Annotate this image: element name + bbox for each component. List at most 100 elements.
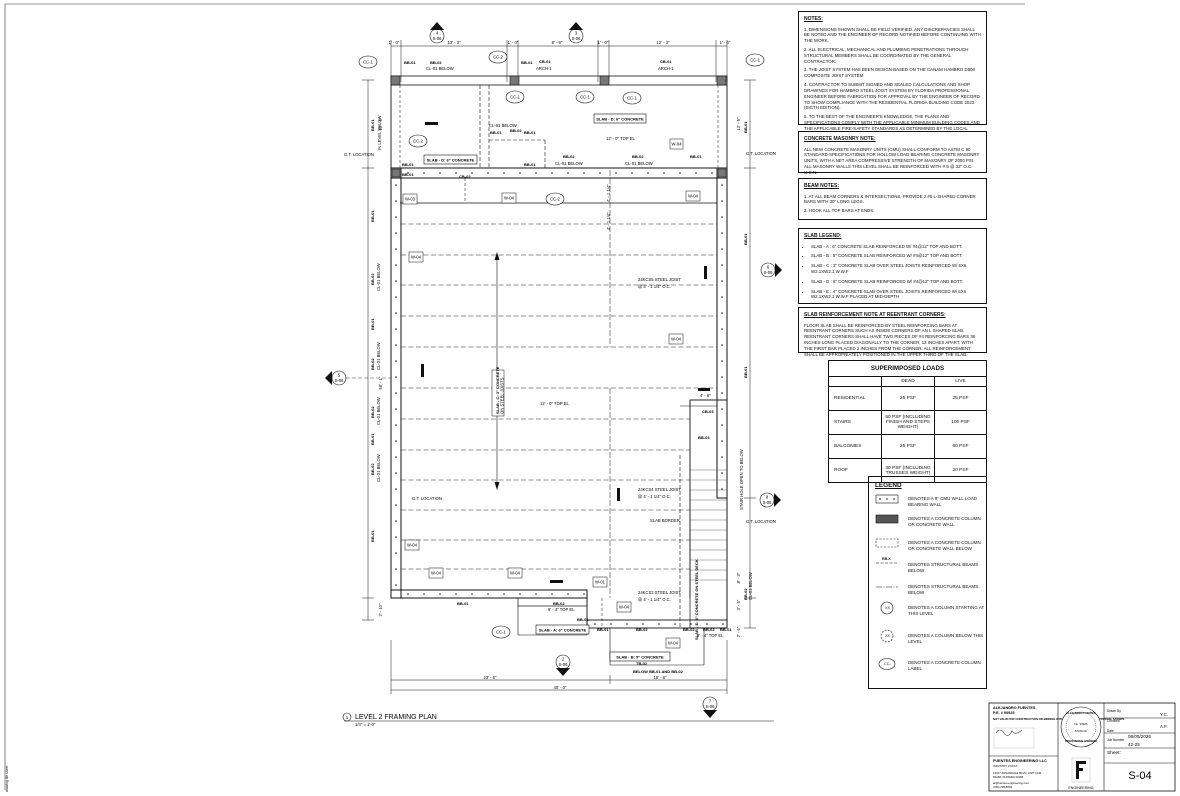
rebar-dot	[471, 172, 473, 174]
beam-label: BB-02	[703, 627, 715, 632]
rebar-dot	[395, 504, 397, 506]
beam-label: BB-01	[524, 162, 536, 167]
rebar-dot	[471, 593, 473, 595]
wall-marks	[421, 122, 710, 583]
beam-label: BB-01	[521, 60, 533, 65]
rebar-dot	[439, 172, 441, 174]
wall-tag: W-04	[619, 605, 630, 610]
checked-label: Checked	[1107, 719, 1120, 723]
beam-label: CL-01 BELOW	[625, 161, 653, 166]
rebar-dot	[721, 280, 723, 282]
rebar-dot	[395, 344, 397, 346]
rebar-dot	[423, 593, 425, 595]
legend-text: DENOTES STRUCTURAL BEAMS BELOW	[908, 562, 979, 573]
perimeter-beam-bottom-left	[390, 589, 588, 599]
checked-value: A.F.	[1160, 724, 1168, 729]
plan-number: 1	[346, 715, 349, 720]
legend-text: DENOTES A COLUMN STARTING AT THIS LEVEL	[908, 605, 985, 616]
slab-legend: SLAB LEGEND: SLAB - A : 6" CONCRETE SLAB…	[798, 228, 987, 304]
column-labels: CC-1 CC-1 CC-2 CC-1 CC-1 CC-1 CC-2 CC-2 …	[358, 50, 765, 639]
firm-name: FUENTES ENGINEERING LLC	[993, 759, 1047, 763]
beam-label: BB-01	[402, 162, 414, 167]
beam-label: BB-01	[370, 530, 375, 542]
not-valid-note: NOT VALID FOR CONSTRUCTION OR BIDDING WI…	[993, 717, 1124, 721]
firm-logo: ENGINEERING	[1068, 757, 1094, 790]
legend-row: DENOTES A COLUMN BELOW THIS LEVEL XX	[873, 632, 985, 652]
rebar-dot	[487, 172, 489, 174]
rebar-dot	[626, 623, 628, 625]
column-label-cc1: CC-1	[627, 96, 637, 101]
beam-label: BB-01	[457, 601, 469, 606]
callout-sheet: S-06	[559, 662, 569, 667]
dim-top-2: 13' - 3"	[448, 40, 462, 45]
dim-bottom-1: 23' - 6"	[484, 675, 498, 680]
rebar-dot	[721, 184, 723, 186]
seal-text: STATE OF	[1075, 729, 1088, 733]
rebar-dot	[583, 172, 585, 174]
legend-symbol-label: RB-X	[882, 557, 891, 561]
gt-location-label: G.T. LOCATION	[746, 151, 776, 156]
rebar-dot	[721, 312, 723, 314]
rebar-dot	[395, 216, 397, 218]
firm-email: af@fuentes-engineering.com	[993, 781, 1030, 785]
callout-number: 7	[709, 699, 712, 704]
rebar-dot	[567, 593, 569, 595]
slab-d-label: SLAB - D: 6" CONCRETE	[427, 158, 475, 163]
rebar-dot	[455, 593, 457, 595]
floor-plan: 1' - 0" 13' - 3" 1' - 0" 8' - 9" 1' - 0"…	[325, 22, 782, 727]
joist-label: 24KCS5 STEEL JOIST	[638, 277, 681, 282]
legend-row: DENOTES A COLUMN STARTING AT THIS LEVEL …	[873, 604, 985, 624]
rebar-dot	[395, 408, 397, 410]
masonry-text: ALL NEW CONCRETE MASONRY UNITS (CMU) SHA…	[804, 146, 980, 175]
beam-label: CB-02	[459, 174, 471, 179]
wall-tag: W-01	[595, 580, 606, 585]
masonry-note: CONCRETE MASONRY NOTE: ALL NEW CONCRETE …	[798, 131, 987, 175]
beam-label: BB-02	[370, 273, 375, 285]
callout-sheet: S-06	[706, 704, 716, 709]
rebar-dot	[395, 312, 397, 314]
callout-number: 6	[767, 265, 770, 270]
loads-title: SUPERIMPOSED LOADS	[828, 360, 987, 377]
legend-symbol-label: XX	[885, 606, 891, 610]
rebar-dot	[395, 248, 397, 250]
beam-label: BB-01	[370, 318, 375, 330]
loads-row-name: STAIRS	[828, 410, 882, 435]
rebar-dot	[721, 392, 723, 394]
beam-label: BB-02	[370, 358, 375, 370]
drawn-by-label: Drawn By	[1107, 709, 1121, 713]
rebar-dot	[395, 520, 397, 522]
rebar-dot	[395, 184, 397, 186]
slab-legend-title: SLAB LEGEND:	[804, 233, 842, 239]
rebar-dot	[721, 328, 723, 330]
legend-text: DENOTES A COLUMN BELOW THIS LEVEL	[908, 633, 984, 644]
rebar-dot	[721, 248, 723, 250]
legend-row: DENOTES STRUCTURAL BEAMS BELOW RB-X	[873, 557, 985, 581]
gt-location-label: G.T. LOCATION	[344, 152, 374, 157]
job-number-label: Job Number	[1107, 738, 1125, 742]
dim-top-4: 8' - 9"	[552, 40, 563, 45]
notes-title: NOTES:	[804, 16, 823, 22]
rebar-dot	[722, 623, 724, 625]
plan-scale: 1/4" = 1'-0"	[355, 722, 376, 727]
rebar-dot	[647, 172, 649, 174]
column-label-cc2: CC-2	[413, 139, 423, 144]
rebar-dot	[721, 472, 723, 474]
rebar-dot	[395, 584, 397, 586]
rebar-dot	[695, 172, 697, 174]
rebar-dot	[721, 488, 723, 490]
slab-d-label: SLAB - D: 6" CONCRETE	[596, 117, 644, 122]
beam-label: CL-01 BELOW	[555, 161, 583, 166]
rebar-dot	[519, 593, 521, 595]
slab-legend-item: SLAB - C : 3" CONCRETE SLAB OVER STEEL J…	[811, 263, 981, 275]
firm-phone: (786) 299-6092	[993, 785, 1013, 789]
rebar-dot	[395, 552, 397, 554]
loads-row-name: ROOF	[828, 458, 882, 483]
rebar-dot	[551, 172, 553, 174]
beam-label: ARCH-1	[658, 66, 674, 71]
rebar-dot	[395, 280, 397, 282]
wall-rebar	[395, 172, 724, 625]
rebar-dot	[395, 424, 397, 426]
joist-spacing: @ 4' - 1 1/4" O.C.	[638, 597, 671, 602]
wall-tag: W-04	[672, 142, 683, 147]
rebar-dot	[721, 216, 723, 218]
